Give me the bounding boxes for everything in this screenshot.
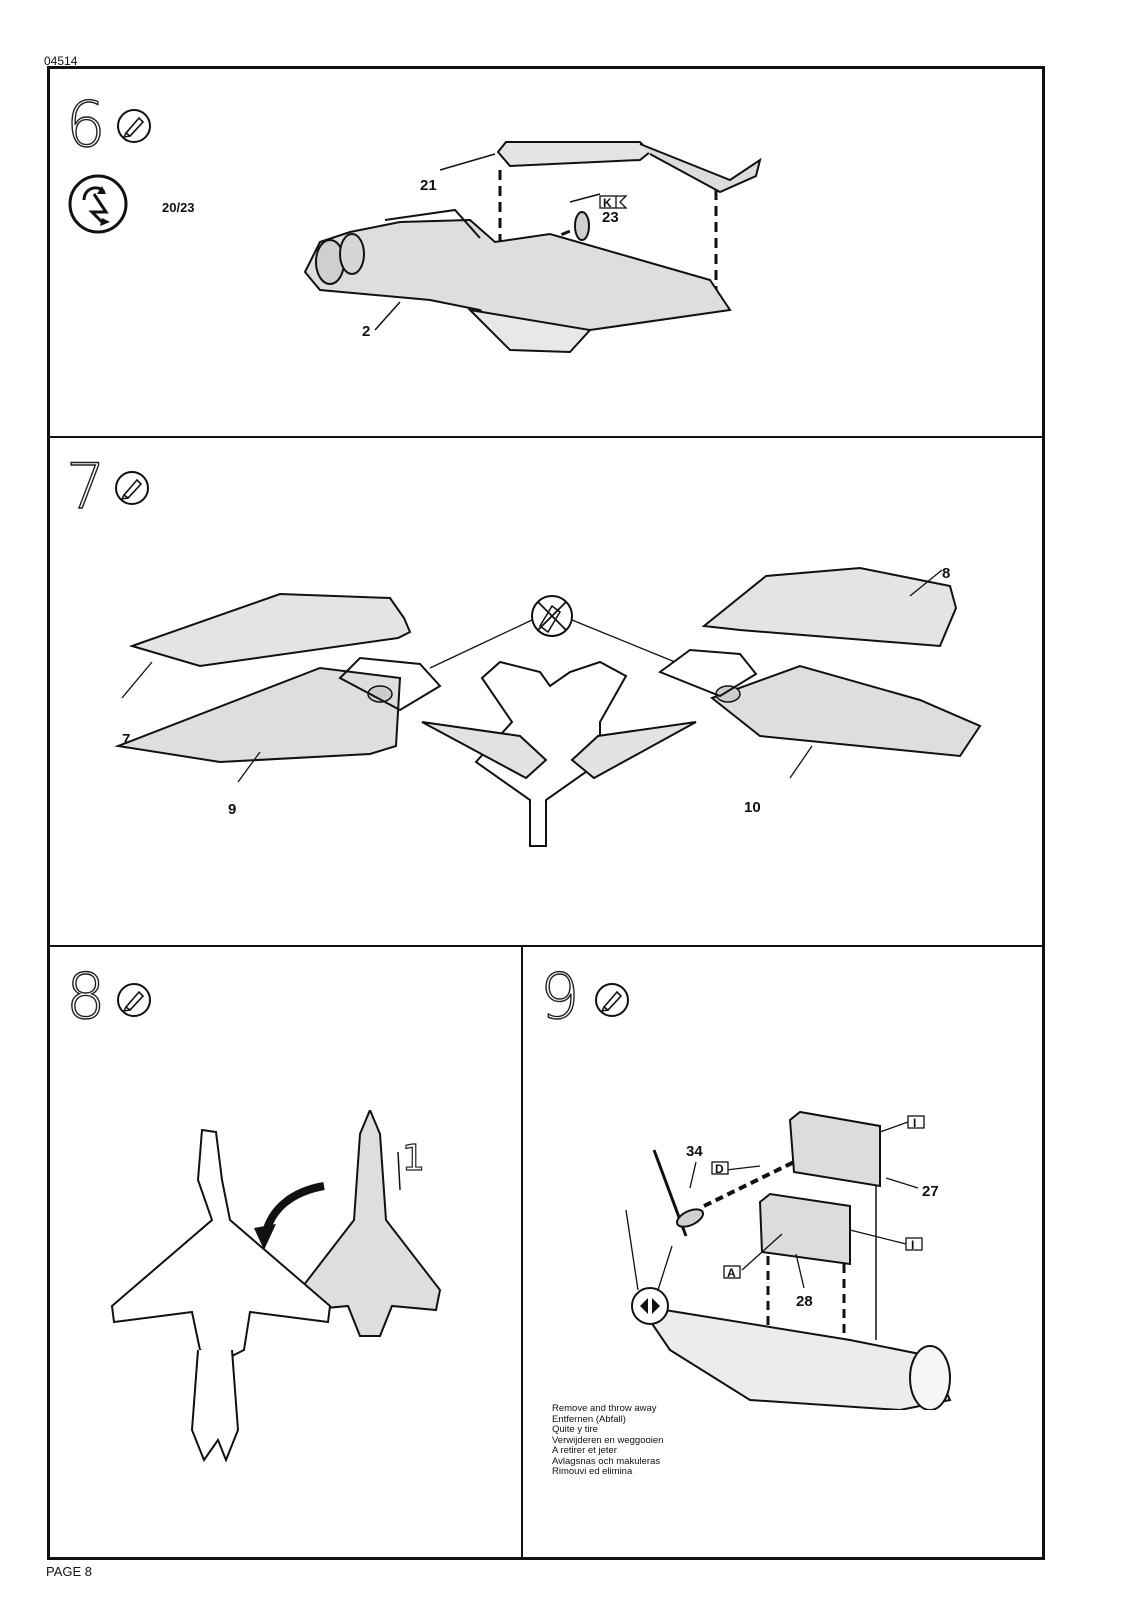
- color-code-d: D: [715, 1162, 724, 1176]
- part-label-8: 8: [942, 565, 950, 582]
- step-8-drawing: 1: [110, 1110, 442, 1463]
- rotate-flip-icon: [68, 174, 128, 234]
- part-label-28: 28: [796, 1293, 813, 1310]
- instruction-frame: [47, 66, 1045, 1560]
- part-label-1: 1: [402, 1138, 425, 1179]
- color-code-i-bottom: I: [911, 1238, 914, 1252]
- note-line: Rimouvi ed elimina: [552, 1466, 633, 1477]
- step-number-7: 7: [65, 450, 106, 523]
- part-label-34: 34: [686, 1143, 703, 1160]
- part-label-23: 23: [602, 209, 619, 226]
- step-number-6: 6: [65, 88, 106, 161]
- note-line: Quite y tire: [552, 1424, 598, 1435]
- part-label-7: 7: [122, 731, 130, 748]
- step-9-drawing: D I I A 34 27 28: [625, 1110, 952, 1410]
- step-6-drawing: K 21 23 2: [303, 141, 762, 354]
- step-number-8: 8: [65, 960, 106, 1033]
- color-code-k: K: [603, 196, 612, 210]
- divider-1: [48, 436, 1044, 438]
- document-code: 04514: [44, 54, 78, 68]
- step-number-9: 9: [539, 960, 580, 1033]
- part-label-9: 9: [228, 801, 236, 818]
- glue-icon: [595, 983, 629, 1017]
- part-label-2: 2: [362, 323, 370, 340]
- note-line: Avlagsnas och makuleras: [552, 1455, 661, 1467]
- glue-icon: [117, 983, 151, 1017]
- note-line: Verwijderen en weggooien: [552, 1434, 664, 1446]
- glue-icon: [117, 109, 151, 143]
- part-label-27: 27: [922, 1183, 939, 1200]
- glue-icon: [115, 471, 149, 505]
- note-line: Entfernen (Abfall): [552, 1413, 626, 1425]
- color-code-a: A: [727, 1266, 736, 1280]
- divider-2: [48, 945, 1044, 947]
- reference-steps: 20/23: [162, 200, 195, 215]
- part-label-10: 10: [744, 799, 761, 816]
- divider-3: [521, 946, 523, 1558]
- note-line: Remove and throw away: [552, 1403, 657, 1414]
- remove-note: Remove and throw away Entfernen (Abfall)…: [552, 1403, 664, 1478]
- part-label-21: 21: [420, 177, 437, 194]
- page-number: PAGE 8: [46, 1564, 93, 1579]
- step-7-drawing: 7 9 8 10: [114, 565, 982, 847]
- note-line: A retirer et jeter: [552, 1445, 617, 1456]
- color-code-i-top: I: [913, 1116, 916, 1130]
